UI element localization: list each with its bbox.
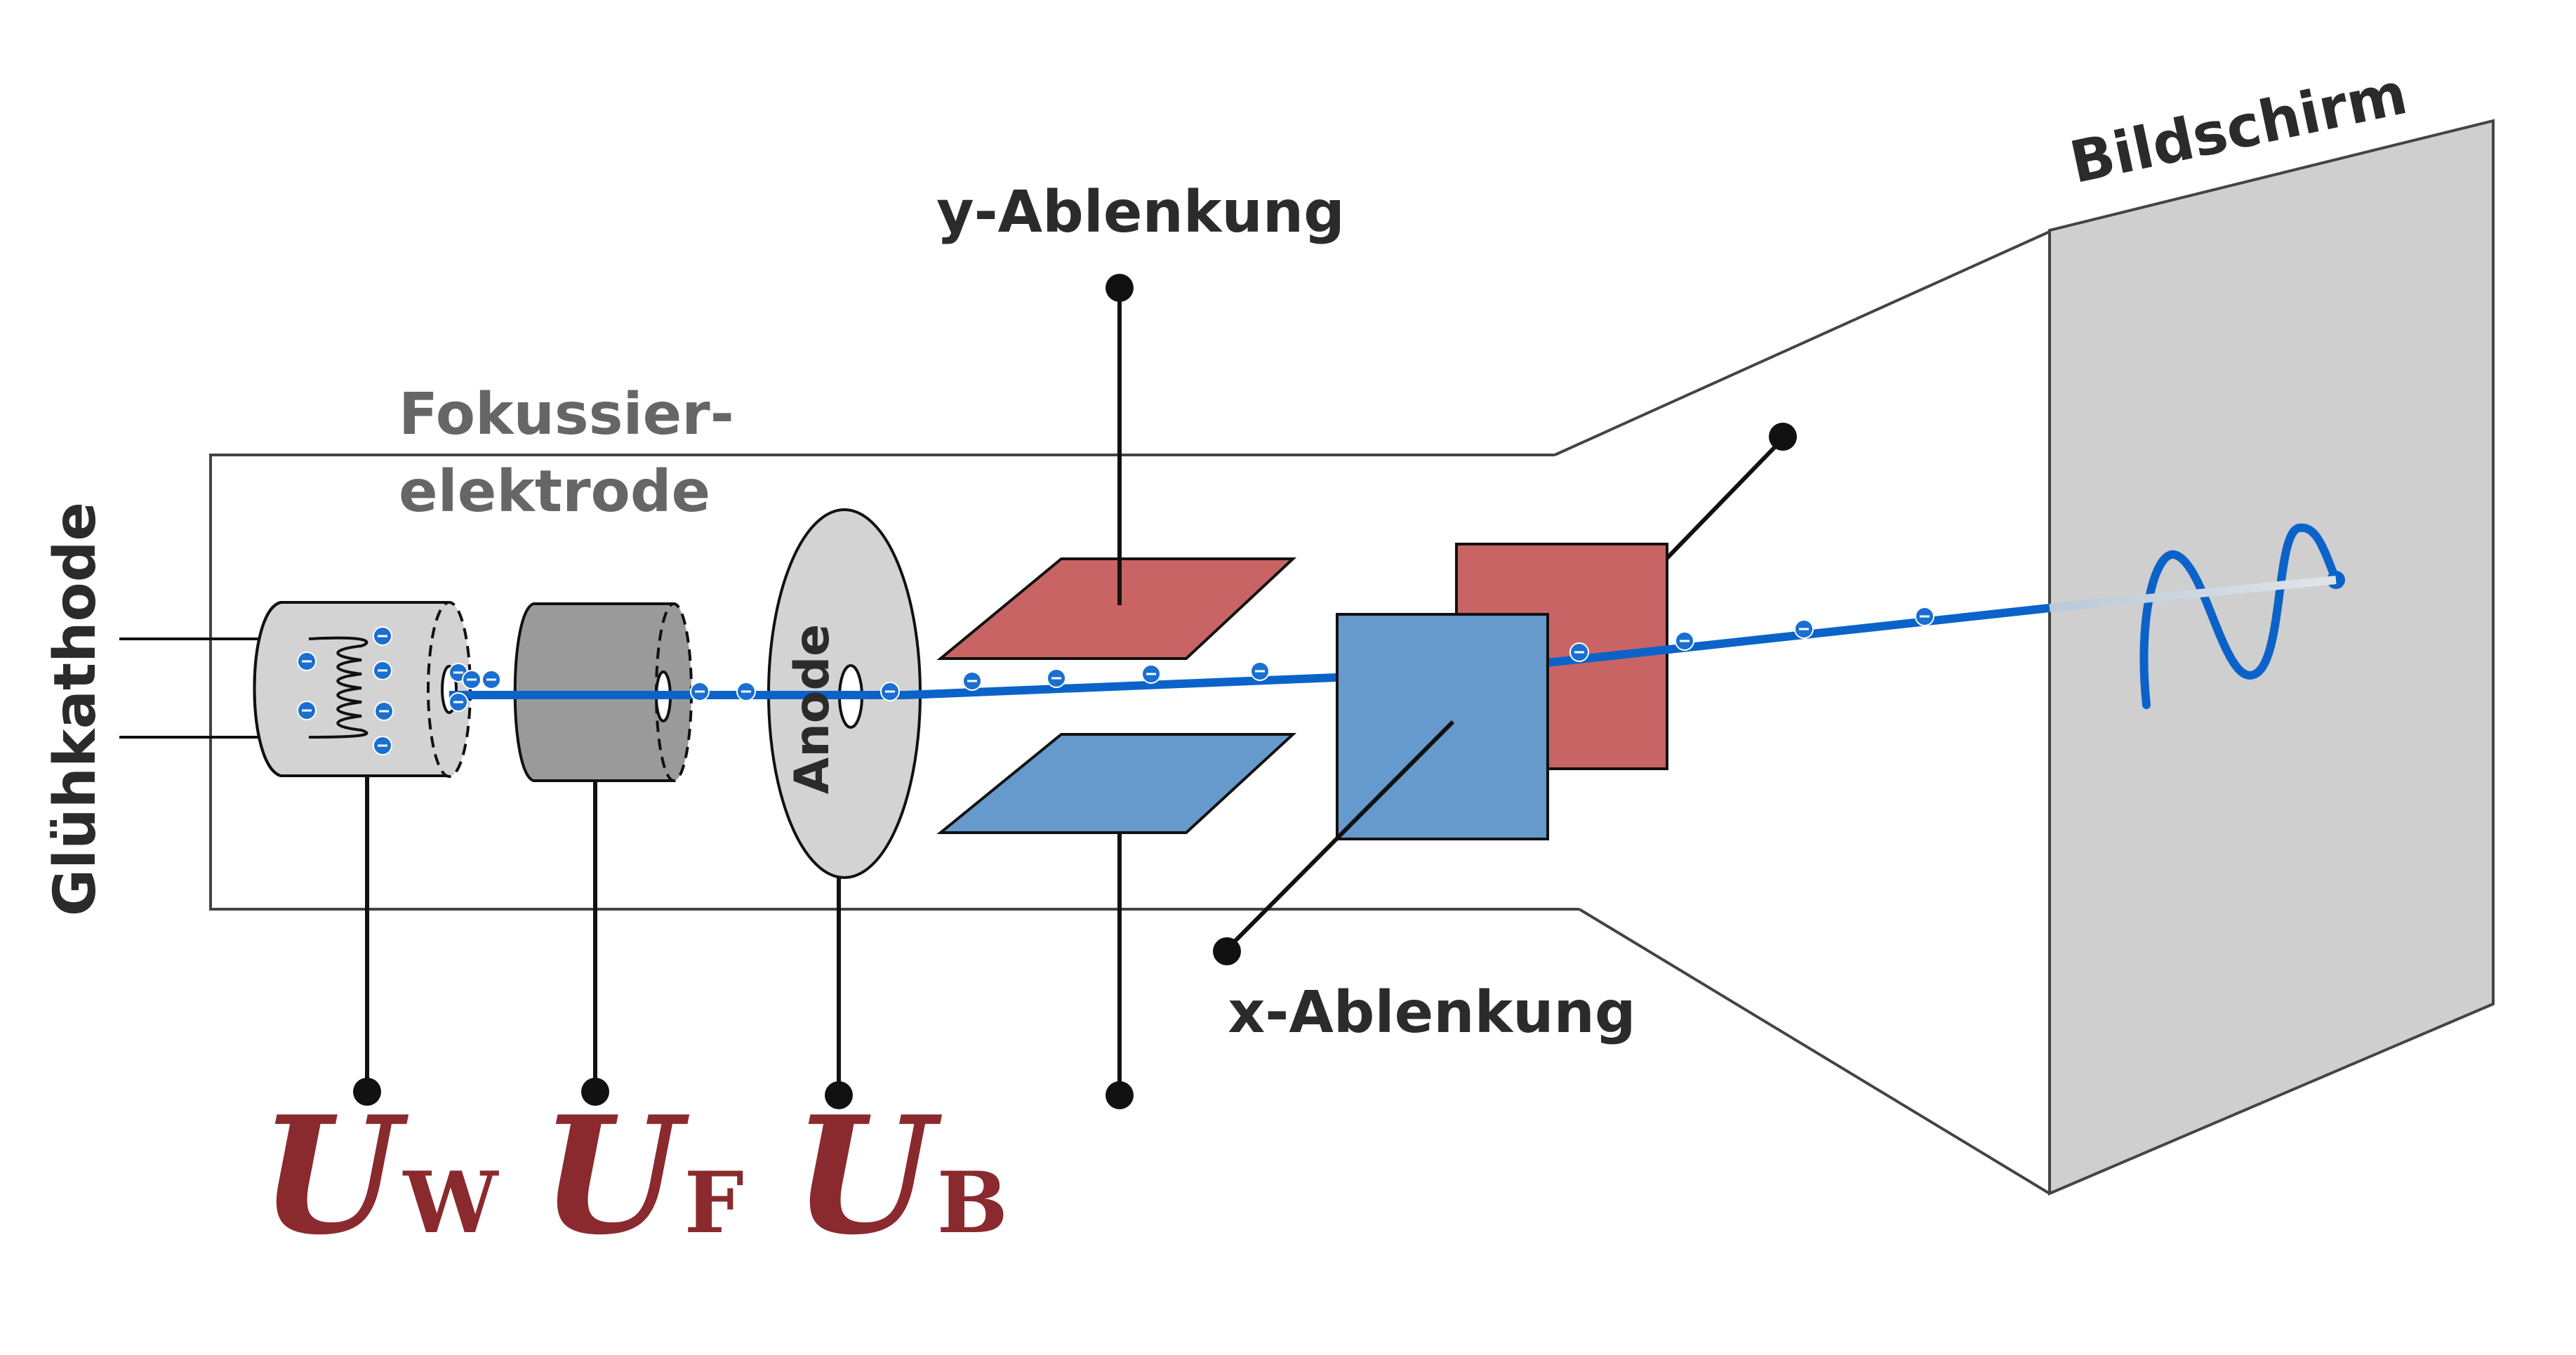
voltage-f: UF: [540, 1081, 744, 1271]
terminal-x-top: [1769, 423, 1797, 451]
voltage-f-symbol: U: [540, 1081, 690, 1271]
label-focus-line2: elektrode: [399, 458, 710, 525]
cathode-cylinder: [253, 601, 472, 778]
wire-x-bottom: [1225, 720, 1455, 951]
tube-funnel-top: [1554, 230, 2050, 456]
voltage-w: UW: [260, 1081, 500, 1271]
terminal-focus: [581, 1078, 609, 1106]
beam-screen-segment: [2049, 576, 2337, 612]
terminal-y-bottom: [1106, 1081, 1134, 1109]
label-y-deflection: y-Ablenkung: [936, 179, 1345, 246]
tube-outline: [209, 454, 1579, 911]
heater-coil: [308, 636, 369, 739]
voltage-b-symbol: U: [793, 1081, 943, 1271]
voltage-b: UB: [793, 1081, 1008, 1271]
voltage-f-subscript: F: [684, 1154, 744, 1252]
voltage-w-symbol: U: [260, 1081, 409, 1271]
terminal-cathode: [353, 1078, 381, 1106]
beam-3: [1456, 604, 2050, 677]
label-x-deflection: x-Ablenkung: [1228, 979, 1635, 1046]
terminal-y-top: [1106, 274, 1134, 302]
voltage-w-subscript: W: [402, 1154, 500, 1252]
wire-x-top: [1665, 437, 1785, 560]
tube-funnel-bottom: [1578, 908, 2051, 1195]
terminal-x-bottom: [1213, 937, 1241, 965]
y-plate-top: [936, 557, 1297, 660]
label-focus-line1: Fokussier-: [399, 381, 734, 448]
electrons: [297, 607, 1934, 755]
terminal-anode: [825, 1081, 853, 1109]
y-plate-bottom: [936, 733, 1297, 834]
voltage-b-subscript: B: [937, 1154, 1008, 1252]
label-cathode: Glühkathode: [42, 502, 109, 916]
screen-trace: [2139, 523, 2340, 709]
label-anode: Anode: [785, 624, 840, 795]
